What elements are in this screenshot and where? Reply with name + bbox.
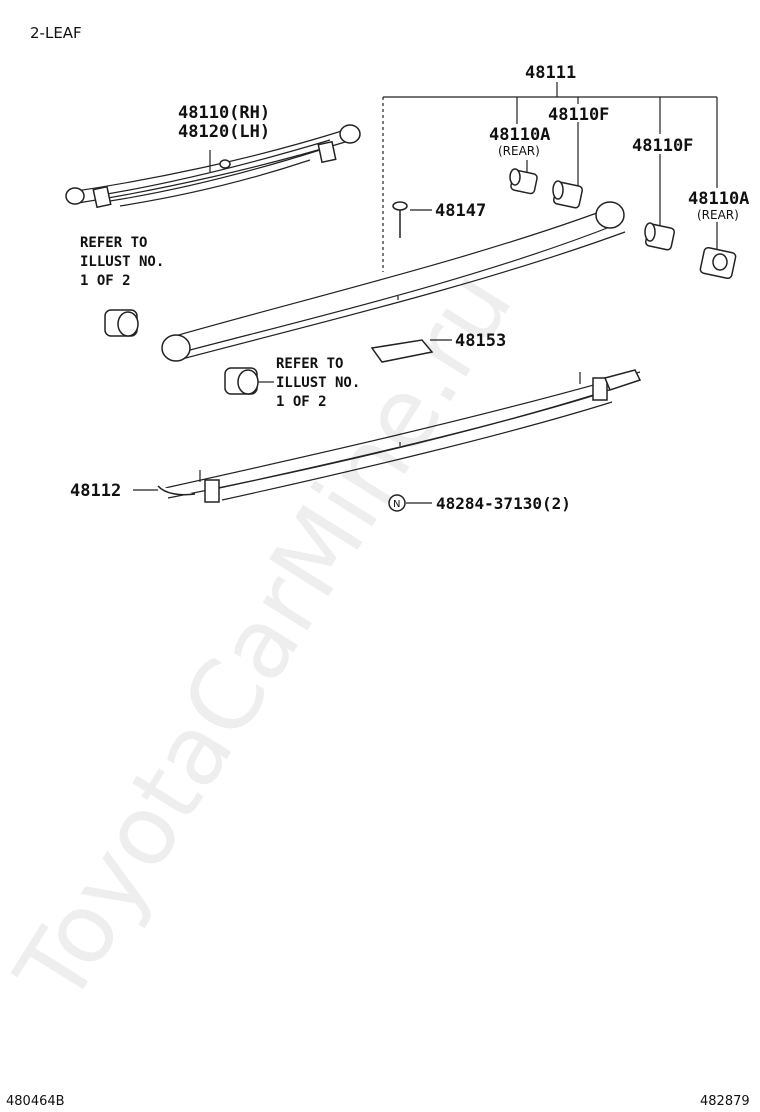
label-48110f-top: 48110F (548, 105, 609, 125)
corner-code-left: 480464B (6, 1094, 65, 1109)
main-leaf-drawing (161, 201, 626, 362)
label-48147: 48147 (435, 201, 486, 221)
label-rear-top: (REAR) (498, 144, 540, 158)
section-title: 2-LEAF (30, 24, 82, 42)
svg-text:REFER TO: REFER TO (276, 356, 343, 372)
bushing-icon (509, 168, 538, 195)
svg-text:ILLUST NO.: ILLUST NO. (276, 375, 360, 391)
label-48110-rh: 48110(RH) (178, 103, 270, 123)
svg-text:N: N (393, 499, 400, 510)
watermark: ToyotaCarMine.ru (0, 252, 534, 1023)
svg-text:REFER TO: REFER TO (80, 235, 147, 251)
label-48153: 48153 (455, 331, 506, 351)
bushing-icon (224, 367, 274, 395)
svg-text:1 OF 2: 1 OF 2 (80, 273, 131, 289)
label-48120-lh: 48120(LH) (178, 122, 270, 142)
pad-icon (370, 339, 452, 363)
spring-assembly-drawing (65, 124, 361, 209)
label-48110a-right: 48110A (688, 189, 749, 209)
bushing-icon (552, 180, 584, 209)
nut-marker-icon: N (388, 494, 432, 512)
center-bolt-icon (392, 201, 432, 238)
corner-code-right: 482879 (700, 1094, 750, 1109)
label-48111: 48111 (525, 63, 576, 83)
label-rear-right: (REAR) (697, 208, 739, 222)
label-48284-37130: 48284-37130(2) (436, 494, 571, 513)
second-leaf-drawing (133, 369, 642, 503)
bushing-icon (699, 246, 737, 280)
bushing-icon (644, 222, 676, 251)
svg-text:ILLUST NO.: ILLUST NO. (80, 254, 164, 270)
refer-note-lower: REFER TO ILLUST NO. 1 OF 2 (276, 356, 360, 410)
label-48112: 48112 (70, 481, 121, 501)
label-48110f-right: 48110F (632, 136, 693, 156)
assembly-bracket (382, 82, 718, 272)
svg-text:1 OF 2: 1 OF 2 (276, 394, 327, 410)
label-48110a-top: 48110A (489, 125, 550, 145)
refer-note-upper: REFER TO ILLUST NO. 1 OF 2 (80, 235, 164, 289)
bushing-icon (104, 309, 139, 337)
